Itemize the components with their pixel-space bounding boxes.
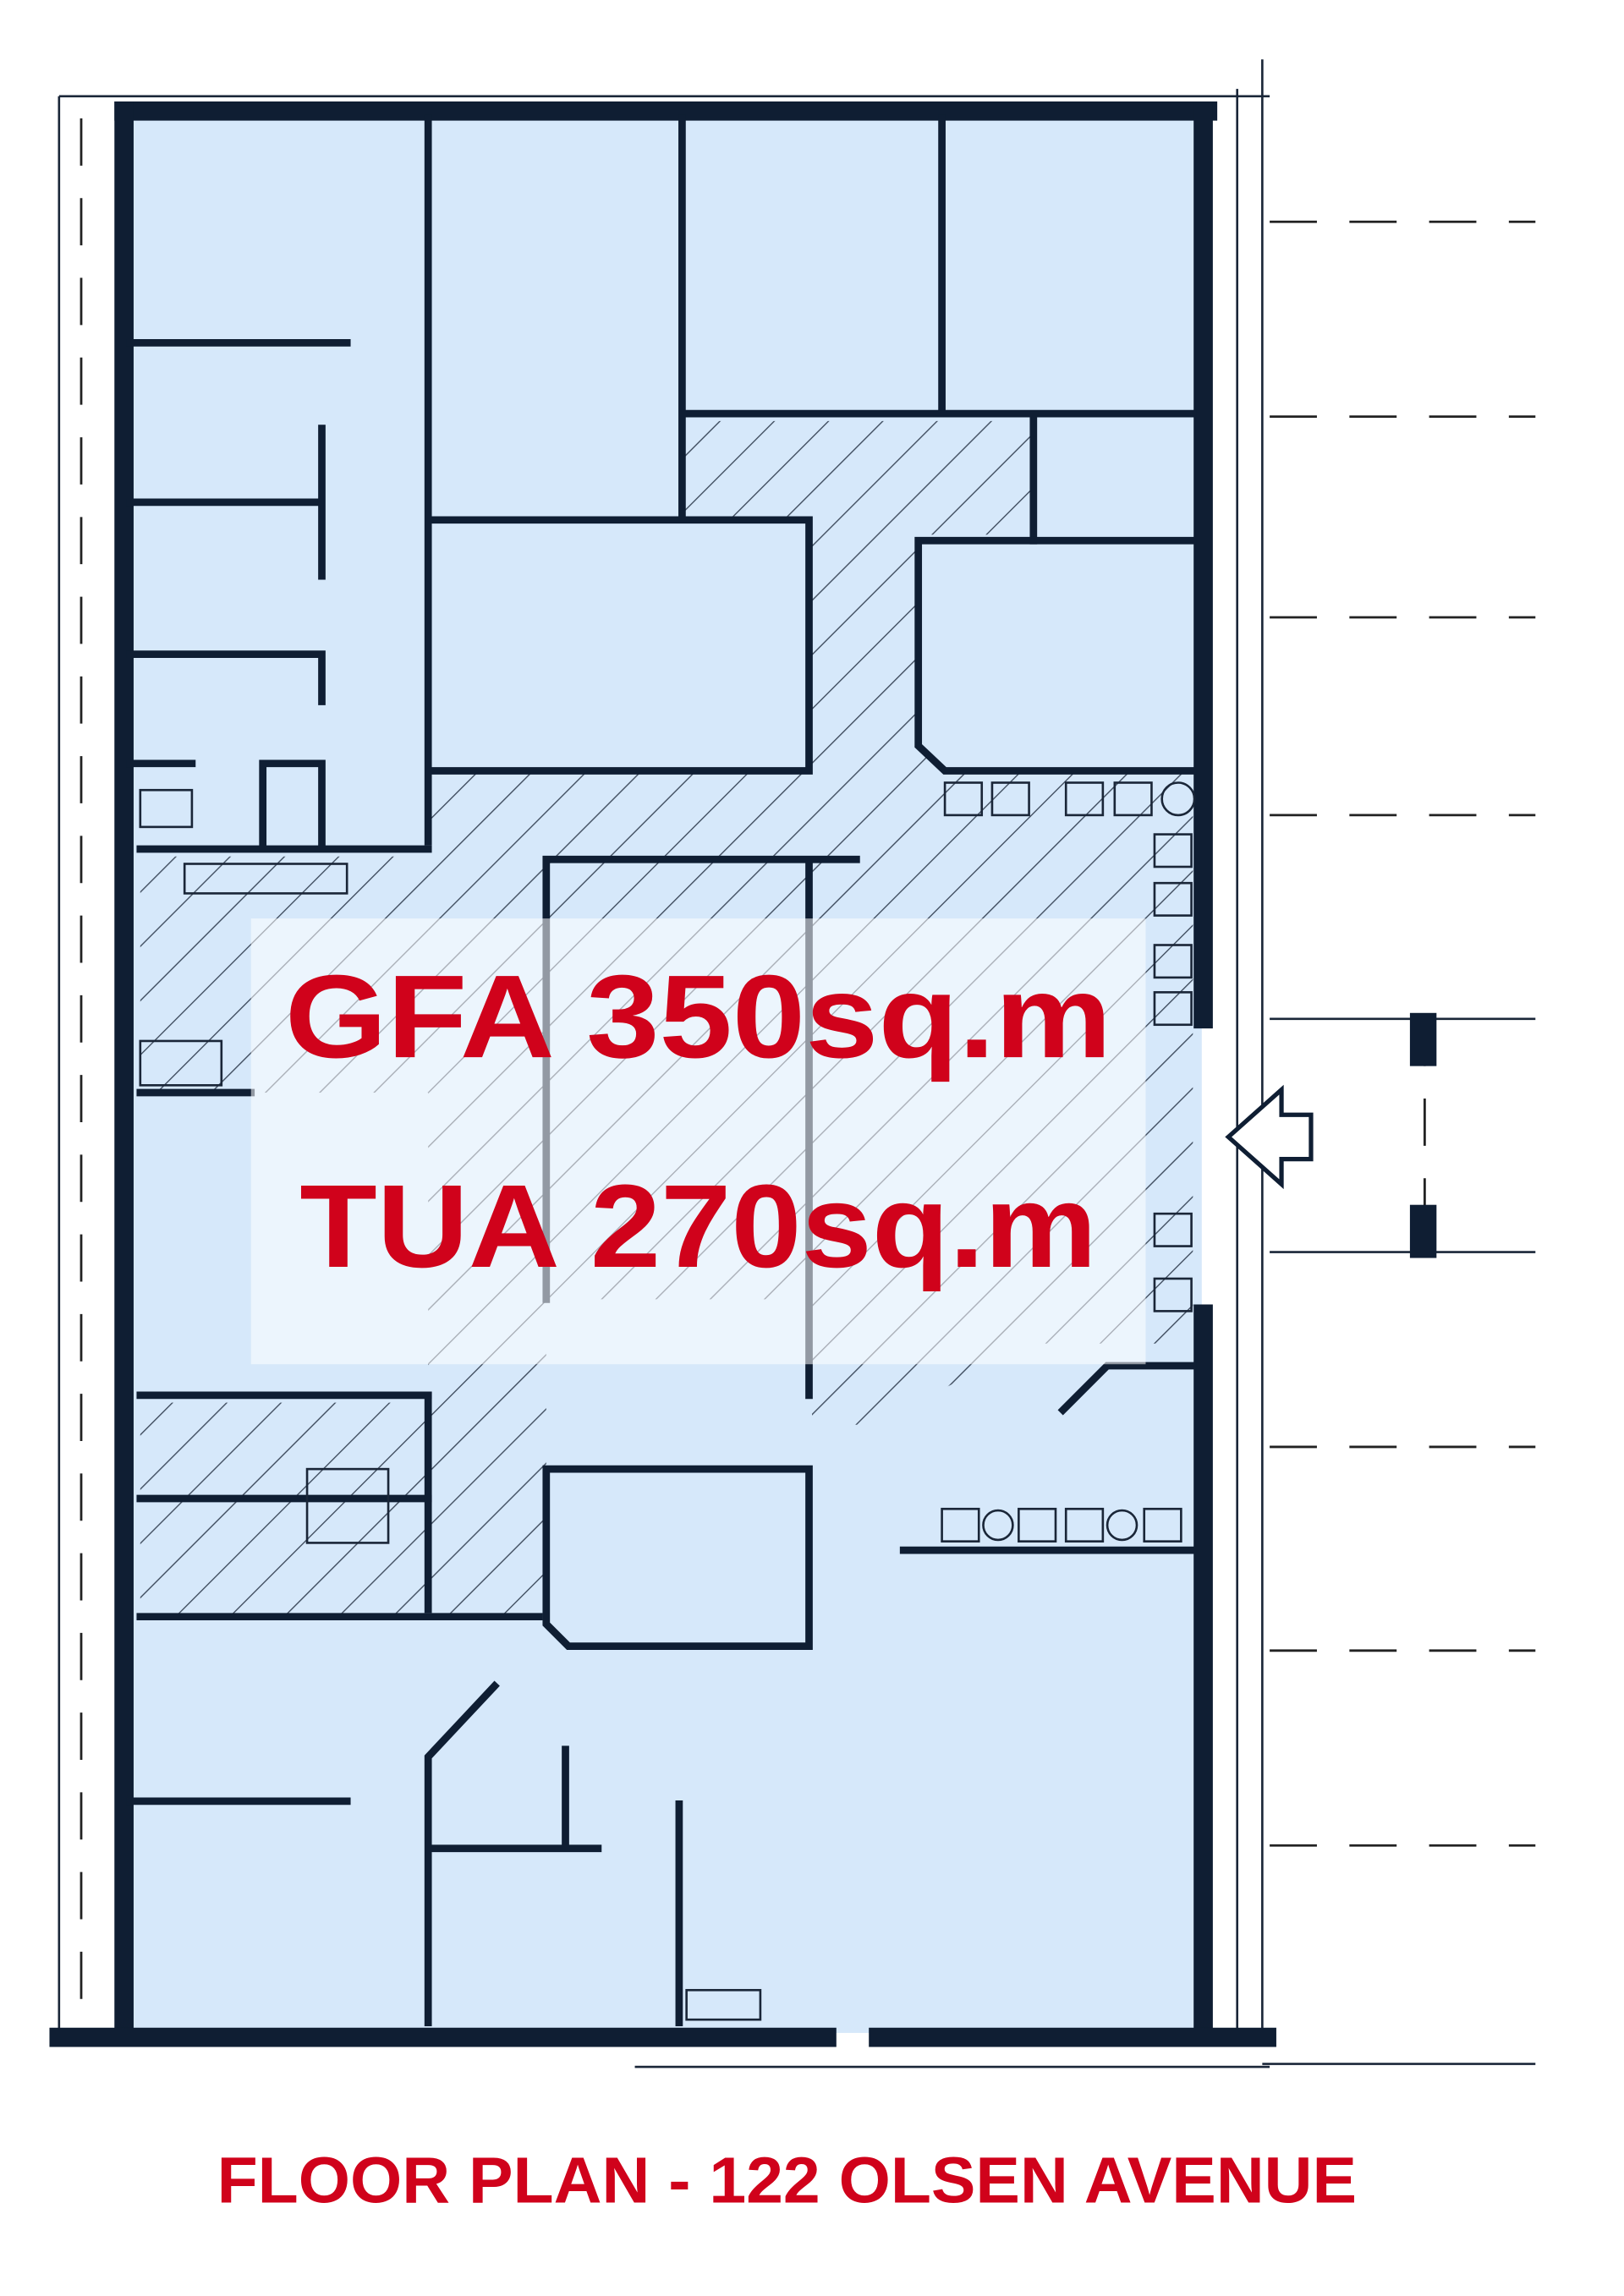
gfa-label: GFA 350sq.m: [285, 951, 1111, 1082]
area-label-panel: [250, 918, 1146, 1365]
tua-label: TUA 270sq.m: [299, 1160, 1097, 1292]
furniture-fixtures: [183, 781, 1196, 1544]
outer-walls: [49, 101, 1276, 2047]
entrance-arrow-icon: [1225, 1084, 1314, 1190]
plan-title: FLOOR PLAN - 122 OLSEN AVENUE: [217, 2145, 1357, 2217]
exterior-grid-lines: [58, 59, 1536, 2069]
